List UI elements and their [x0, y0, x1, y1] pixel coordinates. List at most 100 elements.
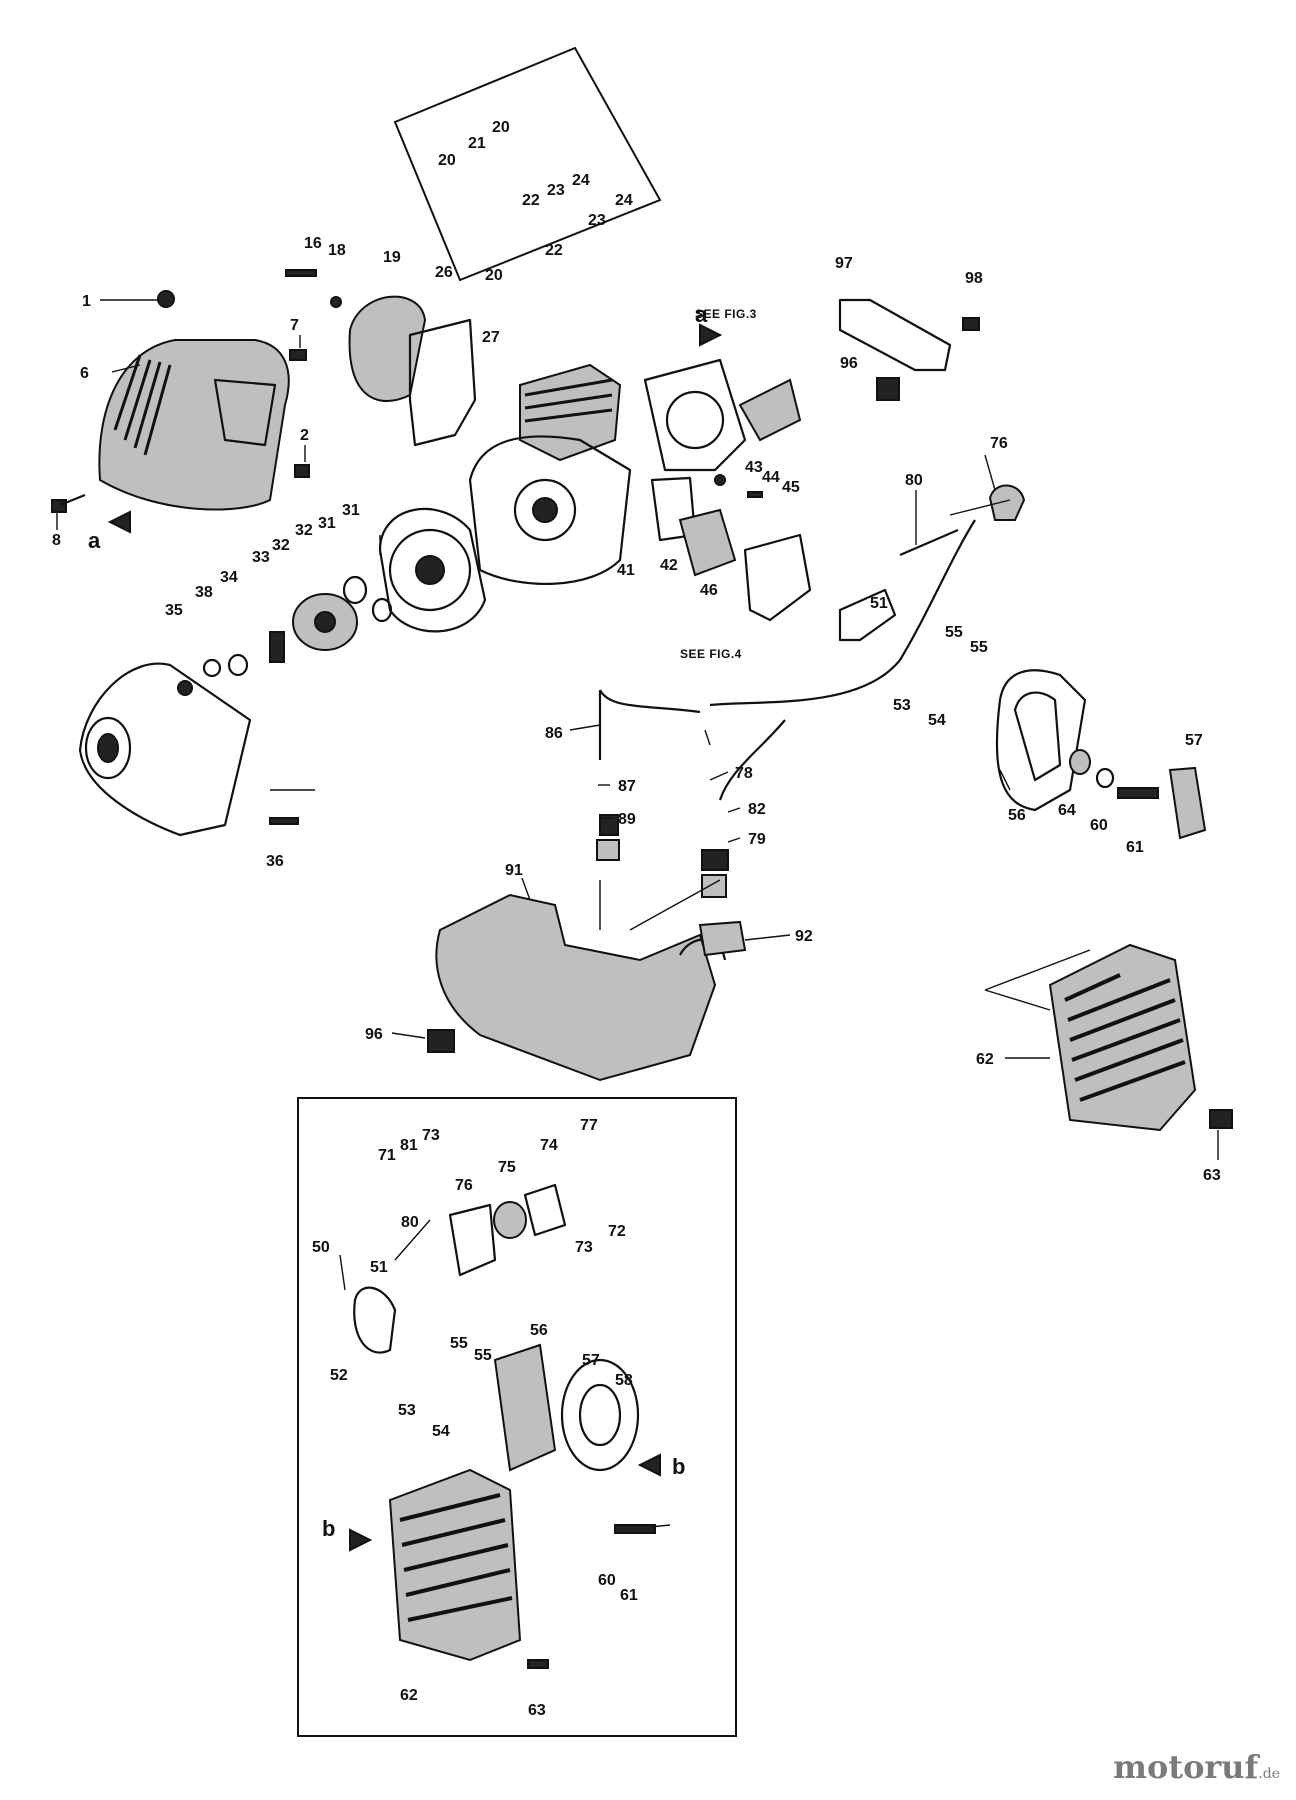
- callout-75: 75: [498, 1159, 516, 1176]
- callout-8: 8: [52, 532, 61, 549]
- callout-19: 19: [383, 249, 401, 266]
- clutch-housing-part: [78, 662, 252, 837]
- callout-43: 43: [745, 459, 763, 476]
- callout-82: 82: [748, 801, 766, 818]
- flywheel-clutch-parts: [177, 507, 487, 696]
- callout-20b: 20: [438, 152, 456, 169]
- starter-housing-part: [643, 358, 802, 472]
- callout-46: 46: [700, 582, 718, 599]
- callout-56b: 56: [530, 1322, 548, 1339]
- callout-60: 60: [1090, 817, 1108, 834]
- callout-87: 87: [618, 778, 636, 795]
- callout-33: 33: [252, 549, 270, 566]
- callout-76b: 76: [455, 1177, 473, 1194]
- callout-55b: 55: [970, 639, 988, 656]
- callout-44: 44: [762, 469, 780, 486]
- callout-18: 18: [328, 242, 346, 259]
- callout-62b: 62: [400, 1687, 418, 1704]
- callout-31a: 31: [342, 502, 360, 519]
- callout-57: 57: [1185, 732, 1203, 749]
- fuel-line-parts: [598, 484, 1026, 801]
- fuel-tank-part: [427, 814, 747, 1082]
- callout-6: 6: [80, 365, 89, 382]
- carburetor-parts: [650, 474, 897, 642]
- direction-arrows: [107, 323, 723, 1552]
- callout-62: 62: [976, 1051, 994, 1068]
- watermark-brand: motoruf: [1113, 1748, 1259, 1786]
- callout-55d: 55: [474, 1347, 492, 1364]
- muffler-parts: [348, 295, 477, 447]
- callout-63: 63: [1203, 1167, 1221, 1184]
- callout-86: 86: [545, 725, 563, 742]
- callout-7: 7: [290, 317, 299, 334]
- callout-61b: 61: [620, 1587, 638, 1604]
- callout-27: 27: [482, 329, 500, 346]
- callout-80b: 80: [401, 1214, 419, 1231]
- callout-51b: 51: [370, 1259, 388, 1276]
- callout-61: 61: [1126, 839, 1144, 856]
- see-fig-3-label: SEE FIG.3: [695, 307, 757, 321]
- callout-24b: 24: [572, 172, 590, 189]
- callout-98: 98: [965, 270, 983, 287]
- callout-26: 26: [435, 264, 453, 281]
- inset-frame-muffler-mount: [393, 46, 662, 282]
- callout-76: 76: [990, 435, 1008, 452]
- callout-71: 71: [378, 1147, 396, 1164]
- callout-22: 22: [545, 242, 563, 259]
- direction-a-left: a: [88, 528, 101, 553]
- callout-63b: 63: [528, 1702, 546, 1719]
- callout-96b: 96: [365, 1026, 383, 1043]
- inset-filter-parts: [353, 1183, 656, 1669]
- callout-31b: 31: [318, 515, 336, 532]
- callout-74: 74: [540, 1137, 558, 1154]
- callout-16: 16: [304, 235, 322, 252]
- callout-73a: 73: [422, 1127, 440, 1144]
- screw-parts: [51, 269, 342, 825]
- callout-73b: 73: [575, 1239, 593, 1256]
- direction-b-left: b: [322, 1516, 335, 1541]
- inset-frame-alternate-air-filter: [297, 1097, 737, 1737]
- callout-24: 24: [615, 192, 633, 209]
- callout-56: 56: [1008, 807, 1026, 824]
- engine-cover-part: [98, 290, 290, 511]
- callout-79: 79: [748, 831, 766, 848]
- callout-21: 21: [468, 135, 486, 152]
- callout-54b: 54: [432, 1423, 450, 1440]
- callout-20: 20: [485, 267, 503, 284]
- callout-50: 50: [312, 1239, 330, 1256]
- handle-bracket-parts: [838, 298, 980, 401]
- watermark-tld: .de: [1258, 1766, 1280, 1782]
- callout-78: 78: [735, 765, 753, 782]
- direction-b-right: b: [672, 1454, 685, 1479]
- callout-2: 2: [300, 427, 309, 444]
- callout-numbers: 1 6 7 2 8 16 18 19 26 20 27 22 23 24 20 …: [52, 119, 1221, 1719]
- callout-96: 96: [840, 355, 858, 372]
- watermark-logo: motoruf.de: [1113, 1748, 1280, 1786]
- callout-92: 92: [795, 928, 813, 945]
- callout-34: 34: [220, 569, 238, 586]
- callout-57b: 57: [582, 1352, 600, 1369]
- callout-54: 54: [928, 712, 946, 729]
- callout-97: 97: [835, 255, 853, 272]
- muffler-cover-part: [1048, 943, 1233, 1132]
- callout-53b: 53: [398, 1402, 416, 1419]
- callout-89: 89: [618, 811, 636, 828]
- callout-23b: 23: [547, 182, 565, 199]
- callout-91: 91: [505, 862, 523, 879]
- callout-55c: 55: [450, 1335, 468, 1352]
- callout-51: 51: [870, 595, 888, 612]
- callout-55a: 55: [945, 624, 963, 641]
- leader-lines: [56, 299, 1219, 1528]
- callout-32b: 32: [272, 537, 290, 554]
- callout-52: 52: [330, 1367, 348, 1384]
- direction-a-top: a: [695, 302, 708, 327]
- engine-block-part: [468, 363, 632, 586]
- callout-42: 42: [660, 557, 678, 574]
- callout-72: 72: [608, 1223, 626, 1240]
- callout-38: 38: [195, 584, 213, 601]
- callout-53: 53: [893, 697, 911, 714]
- callout-22b: 22: [522, 192, 540, 209]
- callout-32a: 32: [295, 522, 313, 539]
